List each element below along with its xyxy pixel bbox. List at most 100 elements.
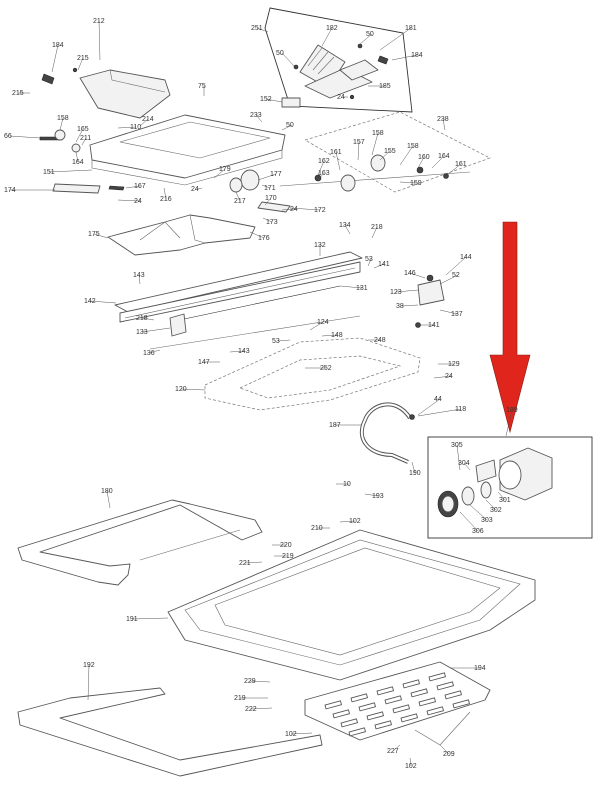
callout-label: 102 bbox=[285, 731, 297, 738]
fence-group bbox=[39, 67, 171, 153]
part-120-inner bbox=[239, 355, 402, 399]
pump-inset-group bbox=[427, 436, 593, 539]
callout-label: 44 bbox=[434, 396, 442, 403]
leader-c141a bbox=[373, 263, 385, 269]
callout-label: 194 bbox=[474, 665, 486, 672]
callout-label: 161 bbox=[455, 161, 467, 168]
inset-189-frame bbox=[427, 436, 593, 539]
part-212-fence bbox=[79, 69, 171, 119]
leader-c164b bbox=[431, 155, 445, 169]
leader-c302 bbox=[485, 499, 497, 511]
callout-label: 131 bbox=[356, 285, 368, 292]
callout-label: 218 bbox=[371, 224, 383, 231]
leader-c53a bbox=[367, 258, 372, 267]
callout-label: 303 bbox=[481, 517, 493, 524]
part-192-extension bbox=[17, 687, 323, 777]
callout-label: 110 bbox=[130, 124, 141, 131]
callout-label: 160 bbox=[418, 154, 430, 161]
grate-slot bbox=[418, 697, 436, 707]
leader-c227 bbox=[392, 744, 401, 752]
extension-180-group bbox=[17, 499, 263, 586]
part-50-screw bbox=[293, 64, 299, 70]
leader-c165 bbox=[75, 128, 84, 143]
callout-label: 118 bbox=[455, 406, 466, 413]
leader-c184b bbox=[391, 54, 418, 61]
callout-label: 176 bbox=[258, 235, 270, 242]
part-136-rod bbox=[149, 315, 361, 350]
leader-c176 bbox=[249, 231, 265, 239]
grate-slot bbox=[358, 702, 376, 712]
callout-label: 173 bbox=[266, 219, 278, 226]
callout-label: 24 bbox=[191, 186, 199, 193]
grate-slot bbox=[428, 672, 446, 682]
inset-251-frame bbox=[264, 7, 413, 113]
callout-label: 66 bbox=[4, 133, 12, 140]
leader-c110 bbox=[117, 126, 137, 129]
leader-c50c bbox=[281, 124, 293, 131]
callout-label: 151 bbox=[43, 169, 55, 176]
callout-label: 134 bbox=[339, 222, 351, 229]
grate-slot bbox=[400, 713, 418, 723]
leader-c301 bbox=[497, 491, 506, 501]
callout-label: 24 bbox=[134, 198, 142, 205]
callout-label: 229 bbox=[244, 678, 256, 685]
callout-label: 248 bbox=[374, 337, 386, 344]
leader-c44 bbox=[417, 398, 441, 416]
leader-c173 bbox=[262, 217, 273, 223]
callout-label: 171 bbox=[264, 185, 276, 192]
leader-c304 bbox=[463, 462, 471, 471]
callout-label: 304 bbox=[458, 460, 470, 467]
grate-slot bbox=[392, 704, 410, 714]
grate-slot bbox=[332, 709, 350, 719]
callout-label: 302 bbox=[490, 507, 502, 514]
callout-label: 24 bbox=[337, 94, 345, 101]
inset-251-group bbox=[264, 7, 413, 113]
callout-label: 132 bbox=[314, 242, 326, 249]
callout-label: 50 bbox=[286, 122, 294, 129]
callout-label: 217 bbox=[234, 198, 246, 205]
callout-label: 184 bbox=[411, 52, 423, 59]
part-175-guard bbox=[107, 214, 256, 256]
callout-label: 50 bbox=[366, 31, 374, 38]
callout-label: 53 bbox=[365, 256, 373, 263]
leader-c305 bbox=[456, 444, 461, 471]
grate-slot bbox=[366, 711, 384, 721]
callout-label: 158 bbox=[372, 130, 384, 137]
grate-slot bbox=[384, 695, 402, 705]
callout-label: 53 bbox=[272, 338, 280, 345]
grate-slot bbox=[374, 720, 392, 730]
extension-192-group bbox=[17, 687, 323, 777]
hose-highlight bbox=[360, 403, 411, 463]
callout-label: 177 bbox=[270, 171, 282, 178]
leader-c306 bbox=[459, 511, 479, 532]
callout-label: 218 bbox=[136, 315, 148, 322]
leader-c164a bbox=[75, 151, 79, 163]
callout-label: 24 bbox=[445, 373, 453, 380]
callout-label: 167 bbox=[134, 183, 146, 190]
part-180-edges bbox=[39, 529, 241, 567]
grate-slot bbox=[376, 686, 394, 696]
grate-slot bbox=[348, 727, 366, 737]
callout-label: 102 bbox=[405, 763, 417, 770]
grate-slot bbox=[402, 679, 420, 689]
part-191-tray bbox=[167, 529, 536, 681]
callout-label: 215 bbox=[12, 90, 24, 97]
leader-c24b bbox=[117, 199, 141, 202]
part-141-screw bbox=[415, 322, 421, 328]
callout-label: 212 bbox=[93, 18, 105, 25]
leader-c158b bbox=[371, 132, 379, 156]
part-158-washer bbox=[54, 129, 66, 141]
leader-c158a bbox=[59, 117, 64, 131]
callout-label: 157 bbox=[353, 139, 365, 146]
part-164-bearing bbox=[416, 166, 424, 174]
callout-label: 227 bbox=[387, 748, 399, 755]
callout-label: 50 bbox=[276, 50, 284, 57]
callout-label: 191 bbox=[126, 616, 138, 623]
callout-label: 164 bbox=[72, 159, 84, 166]
leader-c214 bbox=[139, 118, 149, 127]
callout-label: 158 bbox=[407, 143, 419, 150]
leader-c229 bbox=[249, 680, 271, 683]
leader-c218b bbox=[141, 317, 155, 321]
leader-c160 bbox=[417, 156, 425, 169]
